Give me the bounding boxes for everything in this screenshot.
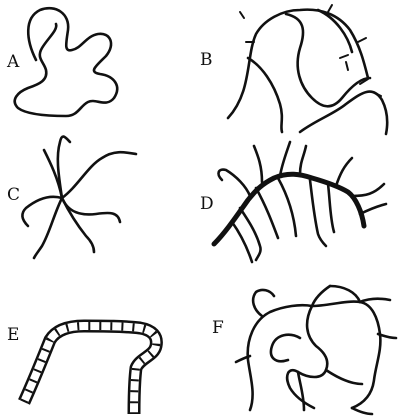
panel-c-label: C (7, 185, 20, 205)
panel-d-label: D (200, 194, 214, 214)
panel-b: B (200, 5, 387, 134)
panel-f-label: F (212, 318, 224, 338)
panel-d: D (200, 142, 386, 262)
panel-e: E (7, 325, 156, 414)
panel-a: A (6, 8, 117, 116)
panel-d-backbone (214, 174, 364, 244)
panel-e-ladder-chain (24, 326, 156, 414)
panel-f-network-strands (236, 286, 396, 414)
panel-b-branch-1 (286, 14, 370, 106)
panel-c: C (7, 137, 136, 258)
panel-e-label: E (7, 325, 19, 345)
panel-b-label: B (200, 50, 213, 70)
panel-a-coiled-chain (15, 8, 117, 116)
panel-a-label: A (6, 52, 20, 72)
panel-c-star-arms (22, 137, 136, 258)
panel-b-branch-2 (248, 58, 282, 132)
panel-f: F (212, 286, 396, 414)
